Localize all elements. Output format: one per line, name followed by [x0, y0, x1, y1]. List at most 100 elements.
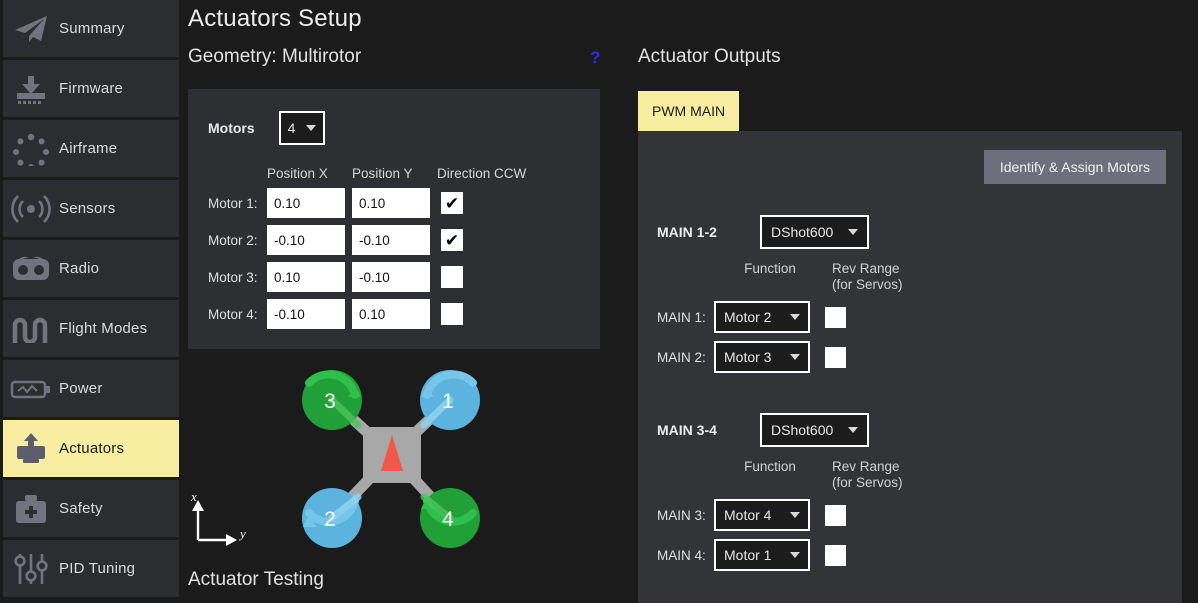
motors-count-row: Motors 4: [208, 111, 325, 145]
rev-range-line2: (for Servos): [832, 277, 903, 292]
sidebar-item-label: Safety: [59, 500, 103, 517]
channel-row: MAIN 3: Motor 4: [657, 499, 903, 531]
motor-3-node: 3: [302, 370, 362, 430]
protocol-value: DShot600: [771, 224, 834, 240]
page-title: Actuators Setup: [188, 5, 362, 32]
paper-plane-icon: [3, 7, 59, 51]
motor-geometry-table: Position X Position Y Direction CCW Moto…: [208, 159, 526, 329]
rev-range-line1: Rev Range: [832, 261, 900, 276]
column-header-direction-ccw: Direction CCW: [437, 166, 527, 181]
motor-1-position-y-input[interactable]: [352, 188, 430, 218]
svg-text:3: 3: [324, 390, 336, 413]
sidebar-item-label: Airframe: [59, 140, 118, 157]
chevron-down-icon: [790, 354, 800, 360]
motor-3-position-x-input[interactable]: [267, 262, 345, 292]
sidebar-item-sensors[interactable]: Sensors: [3, 180, 179, 237]
sidebar-item-power[interactable]: Power: [3, 360, 179, 417]
sidebar-item-label: Power: [59, 380, 103, 397]
motor-1-node: 1: [420, 370, 480, 430]
firmware-download-icon: [3, 67, 59, 111]
table-row: Motor 2: ✔: [208, 225, 526, 255]
chevron-down-icon: [790, 314, 800, 320]
sensors-signal-icon: [3, 187, 59, 231]
function-value: Motor 2: [724, 309, 772, 325]
motor-1-ccw-checkbox[interactable]: ✔: [441, 192, 463, 214]
chevron-down-icon: [790, 552, 800, 558]
motor-2-ccw-checkbox[interactable]: ✔: [441, 229, 463, 251]
sidebar-item-actuators[interactable]: Actuators: [3, 420, 179, 477]
sidebar-item-firmware[interactable]: Firmware: [3, 60, 179, 117]
rev-range-checkbox-main-4[interactable]: [825, 544, 846, 566]
function-value: Motor 3: [724, 349, 772, 365]
identify-assign-motors-button[interactable]: Identify & Assign Motors: [983, 150, 1166, 184]
sidebar-item-radio[interactable]: Radio: [3, 240, 179, 297]
chevron-down-icon: [848, 229, 858, 235]
chevron-down-icon: [848, 427, 858, 433]
chevron-down-icon: [790, 512, 800, 518]
sidebar-item-airframe[interactable]: Airframe: [3, 120, 179, 177]
function-dropdown-main-4[interactable]: Motor 1: [714, 539, 810, 571]
function-dropdown-main-3[interactable]: Motor 4: [714, 499, 810, 531]
motor-2-position-x-input[interactable]: [267, 225, 345, 255]
output-group-main-1-2: MAIN 1-2 DShot600 Function Rev Range (fo…: [657, 215, 903, 373]
rev-range-checkbox-main-2[interactable]: [825, 346, 846, 368]
table-row: Motor 4: ✔: [208, 299, 526, 329]
rev-range-checkbox-main-3[interactable]: [825, 504, 846, 526]
main-content: Actuators Setup Geometry: Multirotor ? A…: [182, 0, 1198, 603]
sidebar-item-label: Radio: [59, 260, 100, 277]
motor-4-position-x-input[interactable]: [267, 299, 345, 329]
sidebar-item-summary[interactable]: Summary: [3, 0, 179, 57]
sidebar-item-label: Actuators: [59, 440, 125, 457]
group-title: MAIN 1-2: [657, 224, 717, 240]
testing-heading: Actuator Testing: [188, 569, 324, 590]
sidebar-item-flight-modes[interactable]: Flight Modes: [3, 300, 179, 357]
motor-4-position-y-input[interactable]: [352, 299, 430, 329]
motors-label: Motors: [208, 120, 255, 136]
protocol-dropdown-main-1-2[interactable]: DShot600: [760, 215, 869, 249]
axis-indicator: [196, 507, 230, 542]
channel-row: MAIN 2: Motor 3: [657, 341, 903, 373]
function-dropdown-main-1[interactable]: Motor 2: [714, 301, 810, 333]
radio-controller-icon: [3, 247, 59, 291]
sidebar: Summary Firmware: [0, 0, 182, 603]
group-header: MAIN 1-2 DShot600: [657, 215, 903, 249]
sidebar-item-label: Firmware: [59, 80, 124, 97]
battery-icon: [3, 367, 59, 411]
channel-row: MAIN 1: Motor 2: [657, 301, 903, 333]
axis-y-label: y: [238, 526, 246, 541]
function-header-row: Function Rev Range (for Servos): [657, 261, 903, 293]
sliders-icon: [3, 547, 59, 591]
motor-3-position-y-input[interactable]: [352, 262, 430, 292]
rev-range-checkbox-main-1[interactable]: [825, 306, 846, 328]
motor-row-label: Motor 3:: [208, 269, 258, 285]
airframe-dots-icon: [3, 127, 59, 171]
safety-kit-icon: [3, 487, 59, 531]
svg-text:4: 4: [442, 508, 454, 531]
motor-3-ccw-checkbox[interactable]: ✔: [441, 266, 463, 288]
rev-range-line1: Rev Range: [832, 459, 900, 474]
svg-text:1: 1: [442, 390, 454, 413]
sidebar-item-pid-tuning[interactable]: PID Tuning: [3, 540, 179, 597]
tab-pwm-main[interactable]: PWM MAIN: [638, 91, 740, 131]
motor-row-label: Motor 1:: [208, 195, 258, 211]
sidebar-item-safety[interactable]: Safety: [3, 480, 179, 537]
column-header-position-y: Position Y: [352, 166, 413, 181]
output-group-main-3-4: MAIN 3-4 DShot600 Function Rev Range (fo…: [657, 413, 903, 571]
motor-2-position-y-input[interactable]: [352, 225, 430, 255]
channel-label: MAIN 1:: [657, 309, 706, 325]
flight-modes-wave-icon: [3, 307, 59, 351]
motors-count-value: 4: [287, 120, 296, 136]
column-header-position-x: Position X: [267, 166, 328, 181]
function-value: Motor 1: [724, 547, 772, 563]
motors-count-dropdown[interactable]: 4: [278, 111, 325, 145]
function-dropdown-main-2[interactable]: Motor 3: [714, 341, 810, 373]
group-title: MAIN 3-4: [657, 422, 717, 438]
help-icon[interactable]: ?: [590, 48, 601, 67]
protocol-dropdown-main-3-4[interactable]: DShot600: [760, 413, 869, 447]
motor-1-position-x-input[interactable]: [267, 188, 345, 218]
rev-range-column-header: Rev Range (for Servos): [820, 459, 903, 491]
channel-row: MAIN 4: Motor 1: [657, 539, 903, 571]
sidebar-item-label: Flight Modes: [59, 320, 148, 337]
axis-x-label: x: [190, 489, 197, 504]
motor-4-ccw-checkbox[interactable]: ✔: [441, 303, 463, 325]
